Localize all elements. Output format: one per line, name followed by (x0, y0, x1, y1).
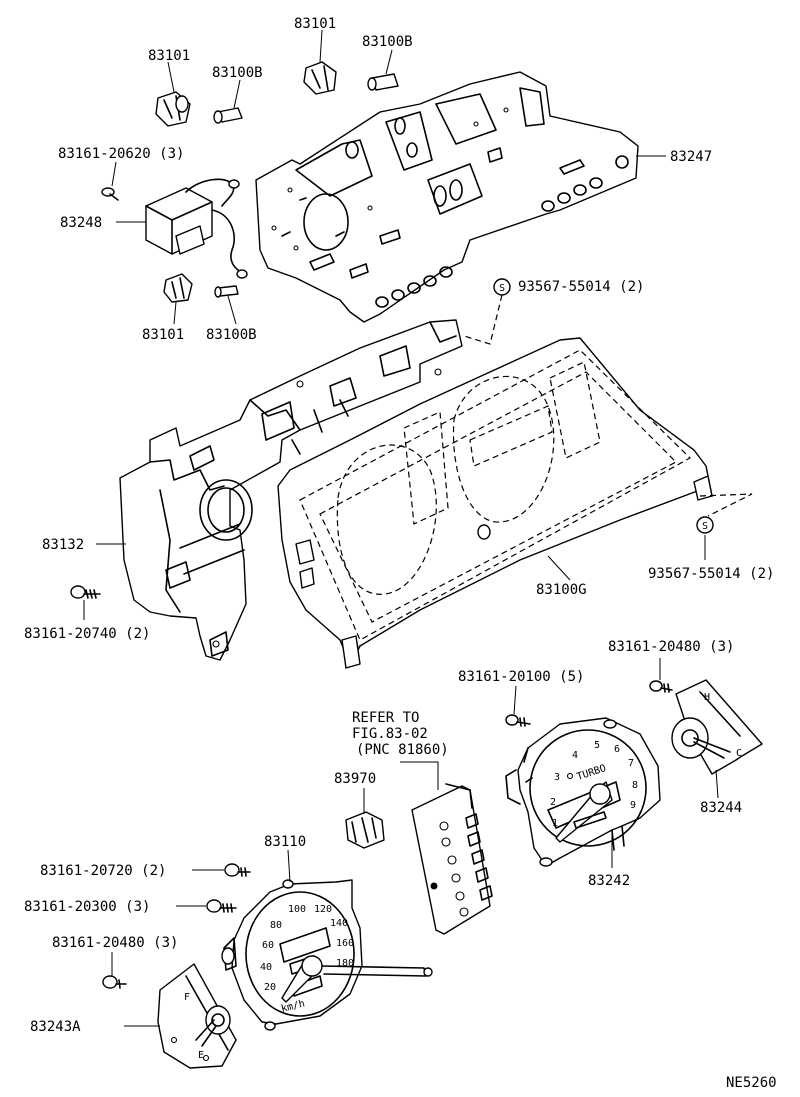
temp-h-mark: H (704, 692, 710, 703)
speed-tick-160: 160 (336, 938, 354, 949)
tach-tick-4: 4 (572, 750, 578, 761)
screw-93567-b: S (696, 493, 753, 534)
screw-83161-20480-b (102, 975, 127, 989)
label-83161-20740: 83161-20740 (2) (24, 626, 150, 642)
screw-83161-20620 (101, 187, 119, 201)
speed-tick-80: 80 (270, 920, 282, 931)
screw-s-mark-a: S (499, 283, 505, 294)
fuel-e-mark: E (198, 1050, 204, 1061)
label-83100g: 83100G (536, 582, 587, 598)
label-83100b-c: 83100B (206, 327, 257, 343)
bulb-socket-83970 (345, 811, 385, 849)
tachometer-83242: TURBO (505, 717, 661, 867)
label-83100b-b: 83100B (362, 34, 413, 50)
label-83101-c: 83101 (142, 327, 184, 343)
label-83242: 83242 (588, 873, 630, 889)
label-83161-20300: 83161-20300 (3) (24, 899, 150, 915)
tach-tick-7: 7 (628, 758, 634, 769)
label-83132: 83132 (42, 537, 84, 553)
screw-83161-20740 (70, 585, 101, 599)
screw-93567-a: S (463, 278, 511, 345)
meter-glass-83100g (277, 337, 713, 669)
leader-lines (83, 29, 719, 1027)
tach-tick-5: 5 (594, 740, 600, 751)
tach-tick-9: 9 (630, 800, 636, 811)
speed-tick-140: 140 (330, 918, 348, 929)
circuit-plate-83247 (255, 71, 639, 323)
screw-83161-20480-a (649, 680, 673, 693)
speed-tick-20: 20 (264, 982, 276, 993)
label-83161-20100: 83161-20100 (5) (458, 669, 584, 685)
label-83161-20620: 83161-20620 (3) (58, 146, 184, 162)
speedometer-83110: km/h (221, 879, 433, 1031)
label-83101-a: 83101 (148, 48, 190, 64)
label-83247: 83247 (670, 149, 712, 165)
label-83161-20480-a: 83161-20480 (3) (608, 639, 734, 655)
label-83244: 83244 (700, 800, 742, 816)
temp-c-mark: C (736, 748, 742, 759)
bulb-83100b-b (367, 73, 399, 91)
tach-tick-2: 2 (550, 797, 556, 808)
fuel-f-mark: F (184, 992, 190, 1003)
speed-tick-100: 100 (288, 904, 306, 915)
warning-light-board (411, 783, 493, 935)
bulb-socket-83101-c (163, 273, 193, 303)
tach-scale: 1 2 3 4 5 6 7 8 9 (550, 740, 638, 829)
temperature-gauge-83244: H C (671, 679, 763, 775)
label-83101-b: 83101 (294, 16, 336, 32)
speed-tick-120: 120 (314, 904, 332, 915)
speed-tick-60: 60 (262, 940, 274, 951)
speed-tick-180: 180 (336, 958, 354, 969)
label-83248: 83248 (60, 215, 102, 231)
fuel-gauge-83243a: F E (157, 963, 237, 1069)
speed-scale: 20 40 60 80 100 120 140 160 180 (260, 904, 354, 993)
tach-tick-3: 3 (554, 772, 560, 783)
figure-code: NE5260 (726, 1075, 777, 1091)
screw-83161-20100 (505, 714, 531, 727)
tach-tick-6: 6 (614, 744, 620, 755)
label-83970: 83970 (334, 771, 376, 787)
label-ref-3: (PNC 81860) (356, 742, 449, 758)
label-83100b-a: 83100B (212, 65, 263, 81)
label-93567-b: 93567-55014 (2) (648, 566, 774, 582)
tach-tick-8: 8 (632, 780, 638, 791)
label-93567-a: 93567-55014 (2) (518, 279, 644, 295)
bulb-83100b-c (214, 285, 239, 298)
meter-case-83132 (119, 319, 463, 661)
label-83161-20720: 83161-20720 (2) (40, 863, 166, 879)
tach-tick-1: 1 (552, 818, 558, 829)
speed-tick-40: 40 (260, 962, 272, 973)
label-83243a: 83243A (30, 1019, 81, 1035)
bulb-socket-83101-b (303, 61, 337, 95)
screw-83161-20720 (224, 863, 251, 877)
screw-83161-20300 (206, 899, 237, 913)
label-ref-1: REFER TO (352, 710, 419, 726)
label-83161-20480-b: 83161-20480 (3) (52, 935, 178, 951)
part-labels: 83101 83100B 83101 83100B 83161-20620 (3… (24, 16, 777, 1091)
bulb-83100b-a (213, 107, 243, 124)
label-83110: 83110 (264, 834, 306, 850)
resistor-83248 (145, 178, 248, 279)
label-ref-2: FIG.83-02 (352, 726, 428, 742)
screw-s-mark-b: S (702, 521, 708, 532)
bulb-socket-83101-a (155, 91, 191, 127)
